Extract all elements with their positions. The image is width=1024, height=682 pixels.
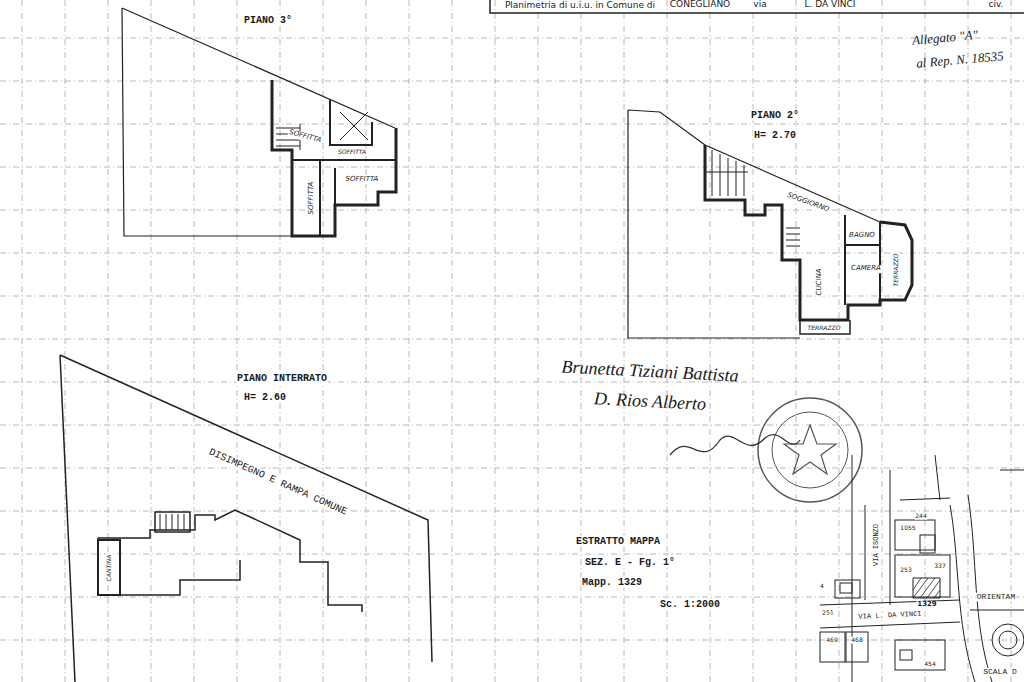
plan-label: Mapp. 1329 [581,577,643,588]
plan-label: CANTINA [106,554,113,583]
plan-basement [60,355,432,682]
plan-label: SOFFITTA [345,176,380,184]
plan-label: VIA L. DA VINCI [857,610,922,621]
plan-label: PIANO 3° [243,15,293,26]
plan-label: CONEGLIANO [669,0,731,10]
plan-label: 469 [825,637,838,644]
plan-label: 253 [899,567,912,574]
plan-label: TERRAZZO [807,325,842,332]
plan-label: 244 [914,513,927,520]
plan-label: 1329 [916,601,937,609]
plan-label: H= 2.70 [753,130,797,141]
plan-label: CUCINA [816,268,824,297]
plan-label: ESTRATTO MAPPA [575,536,661,547]
plan-label: D. Rios Alberto [592,389,707,415]
plan-label: SOFFITTA [308,181,316,216]
plan-label: Planimetria di u.i.u. in Comune di [504,1,656,11]
plan-label: VIA ISONZO [873,523,881,567]
plan-label: via [752,0,767,10]
header-frame [490,0,1024,13]
plan-label: Sc. 1:2000 [659,599,721,610]
plan-label: SCALA D [982,668,1018,677]
plan-label: 1055 [899,525,916,532]
plan-second-floor [628,110,912,338]
plan-label: H= 2.60 [243,392,287,403]
plan-label: Allegato "A" [910,28,979,48]
plan-label: PIANO 2° [750,110,800,121]
plan-label: SOGGIORNO [785,192,831,215]
plan-third-floor [122,8,396,236]
plan-label: SEZ. E - Fg. 1° [584,557,676,568]
plan-label: SOFFITTA [287,129,323,145]
plan-label: Brunetta Tiziani Battista [560,357,740,386]
plan-label: al Rep. N. 18535 [915,49,1006,71]
plan-label: civ. [988,0,1005,10]
plan-label: TERRAZZO [893,253,900,288]
map-extract [820,455,1024,682]
plan-label: CAMERA [850,265,882,273]
signature-scribble [670,435,800,455]
plan-label: DISIMPEGNO E RAMPA COMUNE [206,446,349,518]
plan-label: 337 [933,563,946,570]
official-stamp [758,398,862,502]
plan-label: BAGNO [848,232,876,240]
plan-label: ORIENTAM [976,593,1016,602]
plan-label: SOFFITTA [337,149,367,156]
plan-label: 4 [819,583,825,590]
plan-label: 468 [850,637,863,644]
plan-label: PIANO INTERRATO [236,373,328,384]
plan-label: L. DA VINCI [803,0,856,10]
plan-label: 251 [821,609,835,616]
plan-label: 454 [923,661,936,668]
